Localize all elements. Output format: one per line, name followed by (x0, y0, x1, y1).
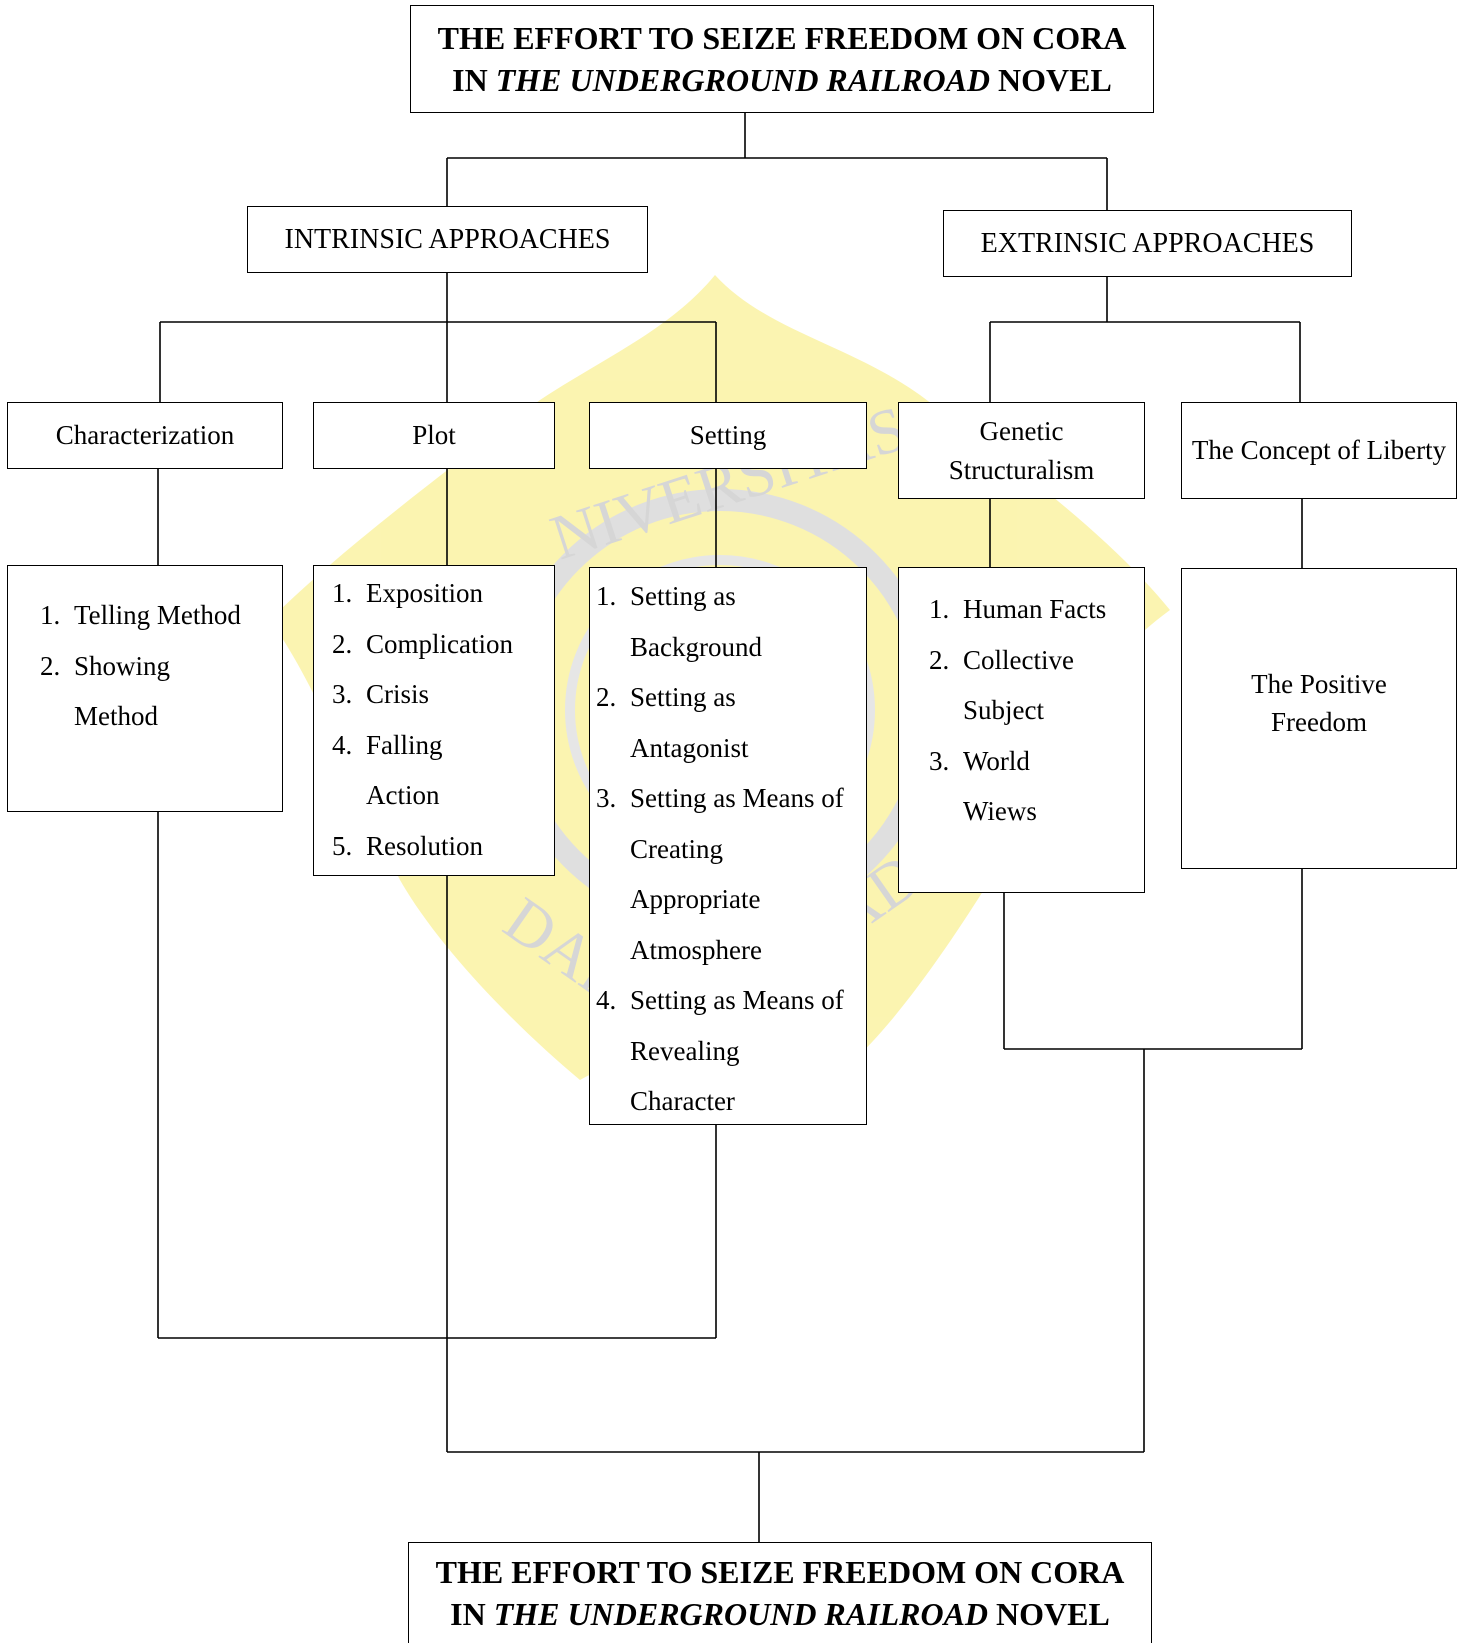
list-item-text: Telling Method (74, 600, 241, 630)
setting-label: Setting (689, 420, 767, 450)
characterization-box: Characterization (7, 402, 283, 469)
list-item-text: Crisis (366, 679, 430, 709)
list-item-text: Setting as Means of Revealing Character (630, 985, 844, 1116)
list-item: 1.Exposition (332, 568, 554, 619)
list-item: 4.Setting as Means of Revealing Characte… (596, 975, 866, 1127)
plot-list-box: 1.Exposition 2.Complication 3.Crisis 4.F… (313, 565, 555, 876)
plot-list: 1.Exposition 2.Complication 3.Crisis 4.F… (332, 568, 554, 871)
genetic-structuralism-label: Genetic Structuralism (948, 415, 1095, 485)
bottom-title-prefix: IN (450, 1596, 494, 1632)
list-item-text: Complication (366, 628, 513, 659)
list-item: 3.Setting as Means of Creating Appropria… (596, 773, 866, 975)
extrinsic-approaches-box: EXTRINSIC APPROACHES (943, 210, 1352, 277)
list-item-text: Setting as Background (630, 581, 762, 662)
list-item-text: World Wiews (963, 745, 1037, 827)
genetic-structuralism-list-box: 1.Human Facts 2.Collective Subject 3.Wor… (898, 567, 1145, 893)
list-item-text: Collective Subject (963, 644, 1074, 726)
genetic-structuralism-box: Genetic Structuralism (898, 402, 1145, 499)
top-title-prefix: IN (452, 62, 496, 98)
setting-list: 1.Setting as Background 2.Setting as Ant… (596, 571, 866, 1127)
list-item-text: Setting as Antagonist (630, 682, 749, 763)
concept-of-liberty-label: The Concept of Liberty (1191, 435, 1447, 465)
list-item: 3.World Wiews (929, 736, 1144, 837)
bottom-title-novel-name: THE UNDERGROUND RAILROAD (493, 1596, 989, 1632)
positive-freedom-box: The Positive Freedom (1181, 568, 1457, 869)
bottom-title-box: THE EFFORT TO SEIZE FREEDOM ON CORA IN T… (408, 1542, 1152, 1643)
top-title-line2: IN THE UNDERGROUND RAILROAD NOVEL (452, 59, 1112, 101)
top-title-box: THE EFFORT TO SEIZE FREEDOM ON CORA IN T… (410, 5, 1154, 113)
bottom-title-line1: THE EFFORT TO SEIZE FREEDOM ON CORA (435, 1554, 1125, 1590)
list-item: 2.Showing Method (40, 641, 282, 742)
list-item: 1.Human Facts (929, 584, 1144, 635)
top-title-novel-name: THE UNDERGROUND RAILROAD (495, 62, 991, 98)
genetic-structuralism-list: 1.Human Facts 2.Collective Subject 3.Wor… (929, 584, 1144, 837)
plot-label: Plot (412, 420, 456, 450)
top-title-line1: THE EFFORT TO SEIZE FREEDOM ON CORA (437, 20, 1127, 56)
top-title-suffix: NOVEL (990, 62, 1112, 98)
list-item-text: Setting as Means of Creating Appropriate… (630, 783, 844, 965)
concept-of-liberty-box: The Concept of Liberty (1181, 402, 1457, 499)
intrinsic-approaches-box: INTRINSIC APPROACHES (247, 206, 648, 273)
list-item-text: Resolution (366, 830, 484, 861)
setting-box: Setting (589, 402, 867, 469)
list-item: 4.Falling Action (332, 720, 554, 821)
characterization-list: 1.Telling Method 2.Showing Method (40, 590, 282, 742)
characterization-label: Characterization (55, 420, 235, 450)
list-item: 3.Crisis (332, 669, 554, 720)
bottom-title-suffix: NOVEL (988, 1596, 1110, 1632)
list-item: 1.Telling Method (40, 590, 282, 641)
extrinsic-approaches-label: EXTRINSIC APPROACHES (980, 227, 1315, 259)
list-item-text: Exposition (366, 578, 484, 608)
setting-list-box: 1.Setting as Background 2.Setting as Ant… (589, 567, 867, 1125)
intrinsic-approaches-label: INTRINSIC APPROACHES (284, 223, 611, 255)
plot-box: Plot (313, 402, 555, 469)
list-item-text: Falling Action (366, 729, 443, 811)
list-item: 2.Collective Subject (929, 635, 1144, 736)
positive-freedom-label: The Positive Freedom (1251, 669, 1387, 737)
list-item: 5.Resolution (332, 821, 554, 872)
characterization-list-box: 1.Telling Method 2.Showing Method (7, 565, 283, 812)
list-item-text: Human Facts (963, 594, 1107, 624)
list-item: 1.Setting as Background (596, 571, 866, 672)
list-item: 2.Setting as Antagonist (596, 672, 866, 773)
list-item: 2.Complication (332, 619, 554, 670)
list-item-text: Showing Method (74, 650, 171, 732)
bottom-title-line2: IN THE UNDERGROUND RAILROAD NOVEL (450, 1593, 1110, 1635)
